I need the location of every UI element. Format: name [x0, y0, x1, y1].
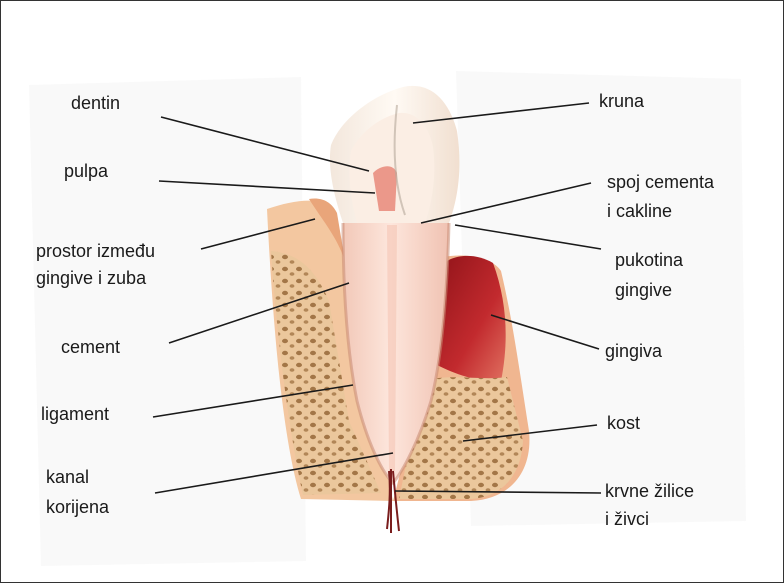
label-spoj-line1: spoj cementa: [607, 170, 714, 195]
label-prostor-line2: gingive i zuba: [36, 266, 146, 291]
label-pukotina-line1: pukotina: [615, 248, 683, 273]
label-kanal-line2: korijena: [46, 495, 109, 520]
label-kanal-line1: kanal: [46, 465, 89, 490]
label-krvne-line2: i živci: [605, 507, 649, 532]
label-prostor-line1: prostor između: [36, 239, 155, 264]
label-cement: cement: [61, 335, 120, 360]
label-kost: kost: [607, 411, 640, 436]
label-spoj-line2: i cakline: [607, 199, 672, 224]
label-pukotina-line2: gingive: [615, 278, 672, 303]
label-ligament: ligament: [41, 402, 109, 427]
background-wash: [29, 77, 306, 566]
label-dentin: dentin: [71, 91, 120, 116]
label-pulpa: pulpa: [64, 159, 108, 184]
label-kruna: kruna: [599, 89, 644, 114]
label-krvne-line1: krvne žilice: [605, 479, 694, 504]
label-gingiva: gingiva: [605, 339, 662, 364]
